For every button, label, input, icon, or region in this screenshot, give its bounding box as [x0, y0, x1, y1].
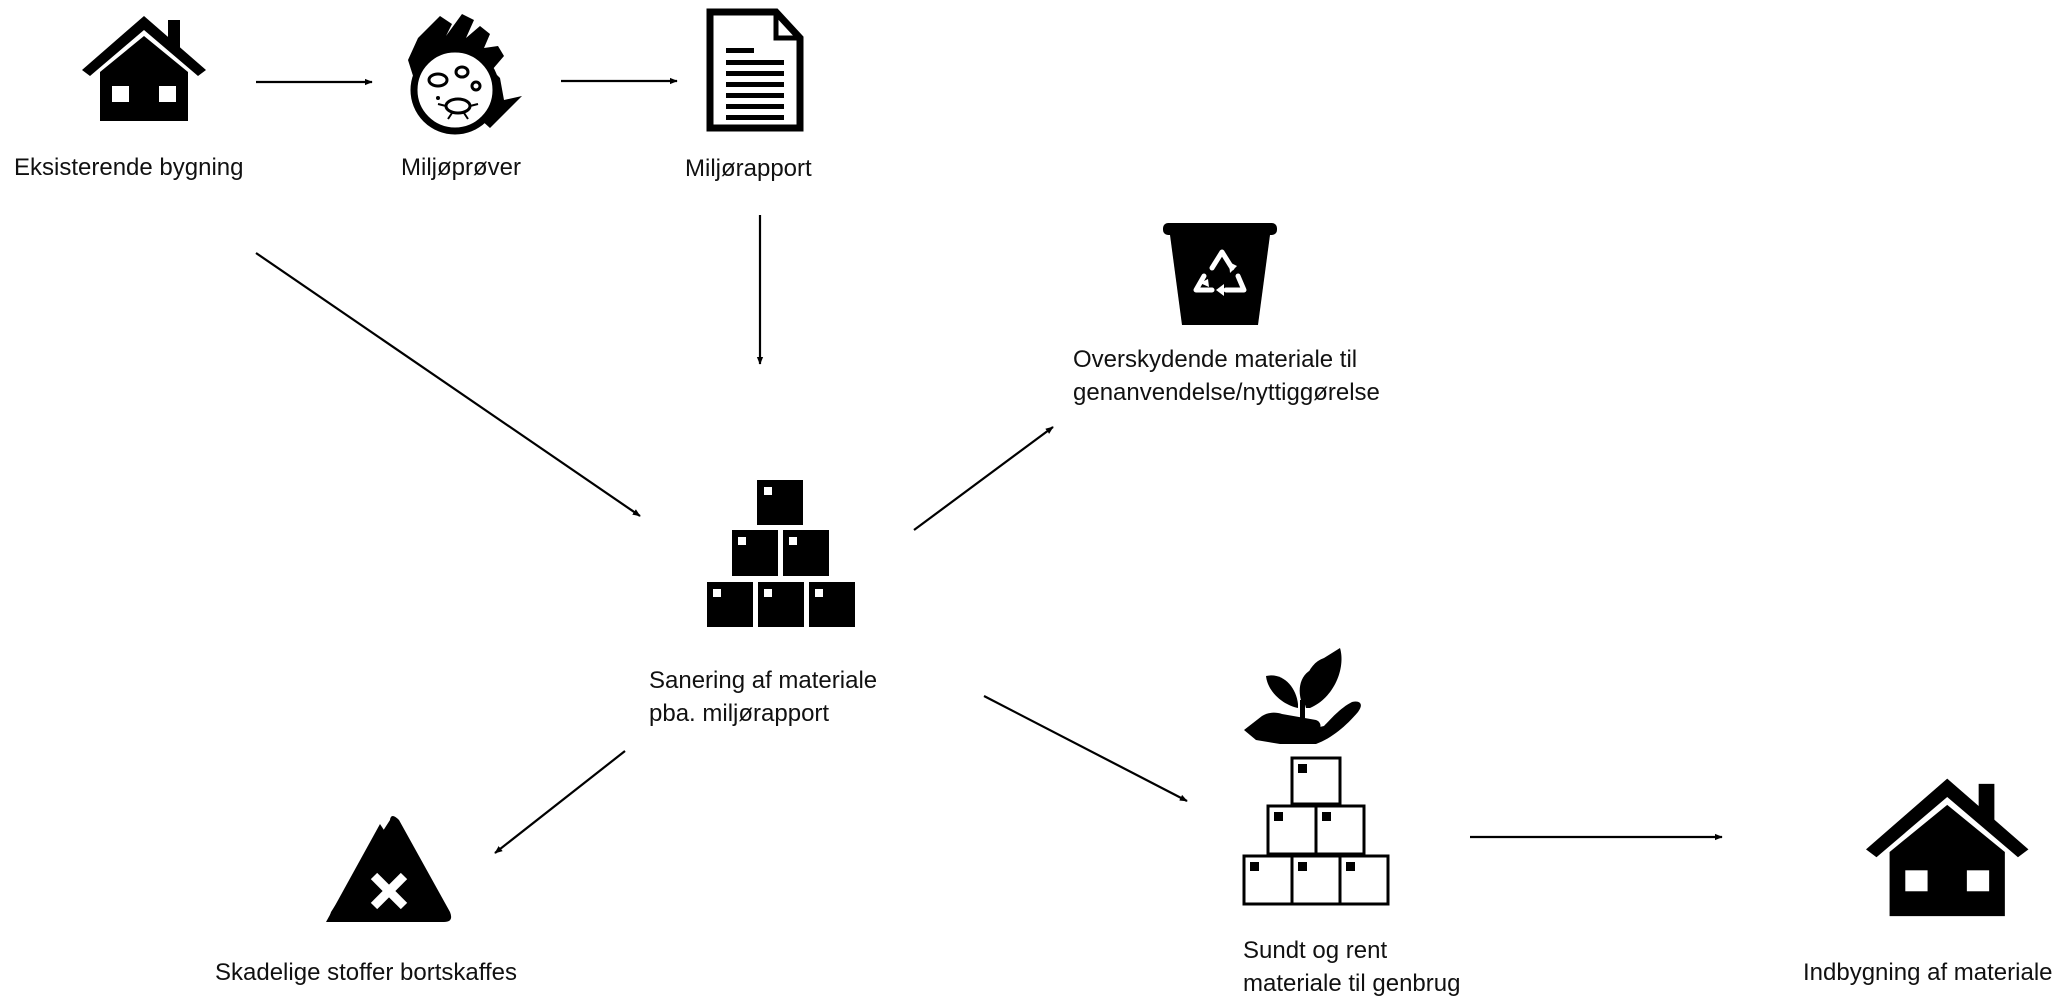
hazard-x-icon — [326, 816, 452, 922]
boxes-pyramid-icon — [707, 480, 855, 627]
label-recycling: Overskydende materiale til genanvendelse… — [1073, 343, 1380, 409]
recycle-bin-icon — [1163, 223, 1277, 325]
arrow-building-to-remediation — [255, 252, 641, 517]
house-icon — [1866, 778, 2029, 917]
plant-hand-boxes-icon — [1242, 648, 1390, 906]
label-recycling-line1: Overskydende materiale til — [1073, 346, 1358, 373]
label-remediation-line2: pba. miljørapport — [649, 700, 830, 727]
label-incorporation: Indbygning af materiale — [1803, 959, 2053, 986]
label-environmental-samples: Miljøprøver — [401, 154, 521, 181]
label-recycling-line2: genanvendelse/nyttiggørelse — [1073, 379, 1380, 406]
house-icon — [82, 16, 206, 121]
label-clean-material-line1: Sundt og rent — [1243, 937, 1388, 964]
gloved-hand-sample-icon — [408, 14, 522, 135]
arrow-remediation-to-recycling — [913, 426, 1054, 531]
label-clean-material-line2: materiale til genbrug — [1243, 970, 1461, 997]
document-icon — [706, 8, 804, 132]
arrows — [255, 77, 1723, 854]
arrow-remediation-to-hazardous — [494, 750, 626, 854]
label-existing-building: Eksisterende bygning — [14, 154, 244, 181]
label-remediation-line1: Sanering af materiale — [649, 667, 878, 694]
arrow-remediation-to-clean — [983, 695, 1188, 802]
label-environmental-report: Miljørapport — [685, 155, 812, 182]
label-clean-material: Sundt og rent materiale til genbrug — [1243, 934, 1460, 1000]
label-hazardous-disposal: Skadelige stoffer bortskaffes — [215, 959, 517, 986]
label-remediation: Sanering af materiale pba. miljørapport — [649, 664, 877, 730]
